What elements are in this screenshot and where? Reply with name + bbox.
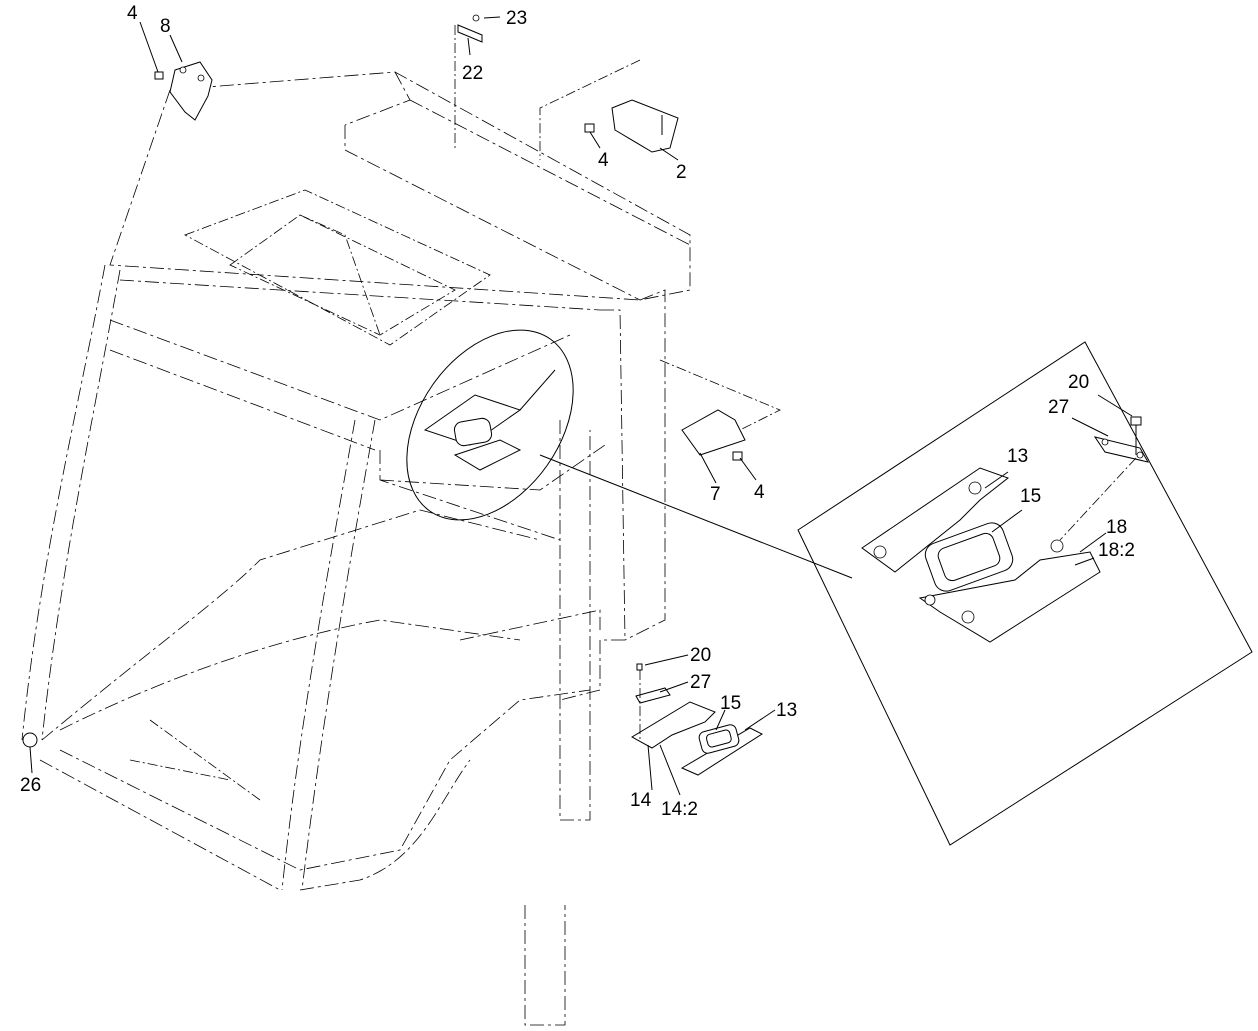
callout-4: 4 bbox=[127, 3, 138, 24]
callout-22: 22 bbox=[462, 63, 483, 84]
bracket-2 bbox=[584, 99, 679, 153]
lower-assembly bbox=[630, 663, 764, 776]
callout-8: 8 bbox=[160, 16, 171, 37]
item-26 bbox=[22, 732, 38, 748]
callout-15: 15 bbox=[720, 693, 741, 714]
callout-2: 2 bbox=[676, 162, 687, 183]
callout-14-2: 14:2 bbox=[661, 799, 698, 820]
detail-ellipse bbox=[406, 329, 853, 579]
callout-20: 20 bbox=[690, 645, 711, 666]
callout-15: 15 bbox=[1020, 486, 1041, 507]
callout-20: 20 bbox=[1068, 372, 1089, 393]
callout-18-2: 18:2 bbox=[1098, 540, 1135, 561]
callout-4: 4 bbox=[754, 482, 765, 503]
callout-27: 27 bbox=[1048, 397, 1069, 418]
callout-7: 7 bbox=[710, 484, 721, 505]
callout-4: 4 bbox=[598, 150, 609, 171]
callout-13: 13 bbox=[1007, 446, 1028, 467]
leader-lines bbox=[29, 16, 1133, 796]
callouts: 4 8 23 22 4 2 20 27 13 15 18 18:2 7 4 20… bbox=[20, 3, 1135, 820]
bracket-7 bbox=[659, 359, 781, 461]
callout-14: 14 bbox=[630, 790, 652, 811]
detail-box bbox=[797, 341, 1253, 846]
bracket-8 bbox=[154, 61, 213, 121]
pin-22 bbox=[454, 14, 641, 160]
callout-26: 26 bbox=[20, 775, 41, 796]
callout-18: 18 bbox=[1106, 517, 1127, 538]
callout-23: 23 bbox=[506, 8, 527, 29]
callout-27: 27 bbox=[690, 672, 711, 693]
cab-frame bbox=[21, 71, 691, 1026]
callout-13: 13 bbox=[776, 700, 797, 721]
